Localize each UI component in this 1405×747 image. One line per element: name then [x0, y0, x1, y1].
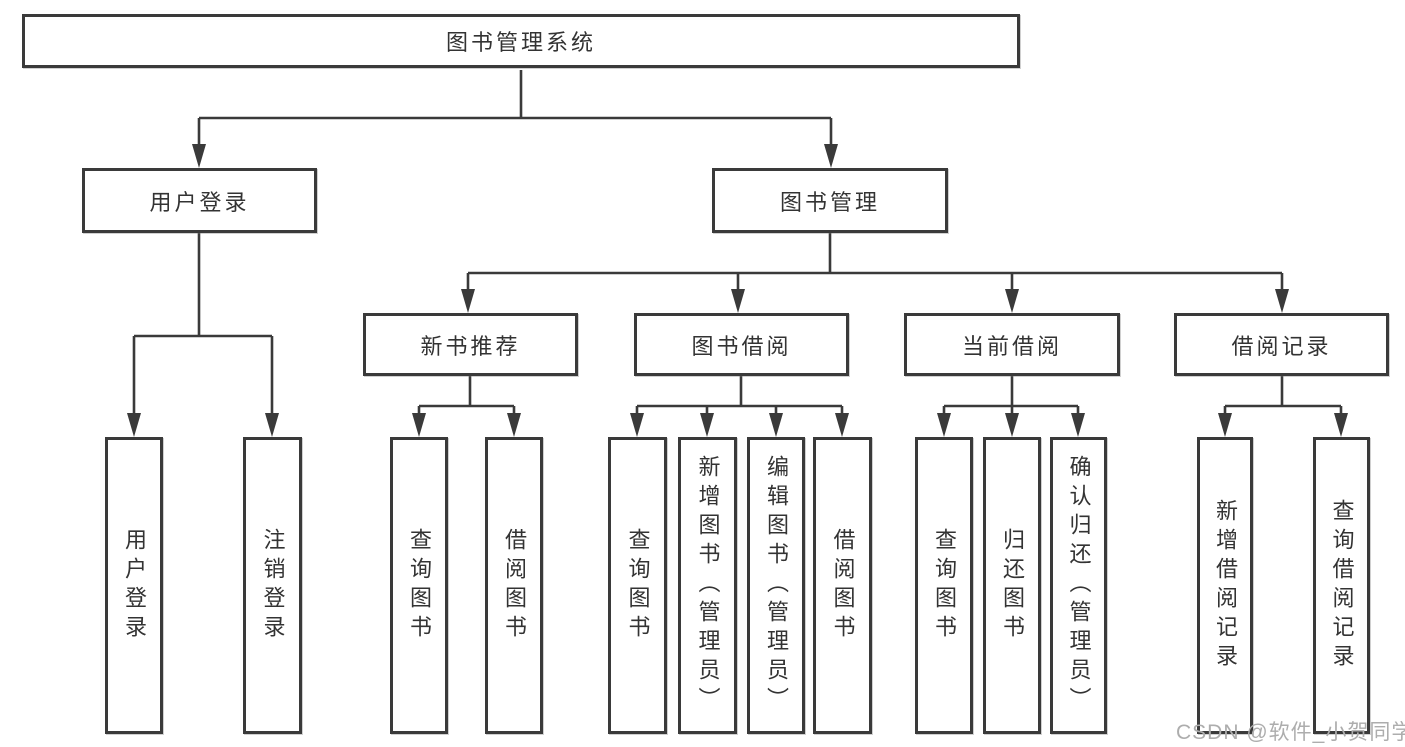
arrowhead-icon	[412, 413, 426, 437]
node-label: 借阅图书	[830, 527, 856, 644]
leaf-user-login: 用户登录	[105, 437, 163, 734]
node-label: 新书推荐	[420, 333, 521, 359]
leaf-query-books-recommend: 查询图书	[390, 437, 448, 734]
node-label: 新增借阅记录	[1213, 498, 1238, 673]
node-label: 查询借阅记录	[1329, 498, 1355, 673]
leaf-confirm-return-admin: 确认归还（管理员）	[1050, 437, 1107, 734]
arrowhead-icon	[1071, 413, 1085, 437]
arrowhead-icon	[507, 413, 521, 437]
node-label: 查询图书	[932, 527, 957, 644]
node-label: 查询图书	[407, 527, 432, 644]
node-label: 图书管理系统	[445, 30, 596, 55]
arrowhead-icon	[824, 144, 838, 168]
node-new-book-recommend: 新书推荐	[363, 313, 578, 376]
node-label: 借阅记录	[1231, 333, 1332, 359]
arrowhead-icon	[1218, 413, 1232, 437]
node-label: 确认归还（管理员）	[1066, 455, 1092, 716]
arrowhead-icon	[937, 413, 951, 437]
node-borrowing-records: 借阅记录	[1174, 313, 1389, 376]
node-label: 归还图书	[1000, 527, 1025, 644]
arrowhead-icon	[1005, 413, 1019, 437]
leaf-borrow-books-recommend: 借阅图书	[485, 437, 543, 734]
node-label: 查询图书	[625, 527, 651, 644]
node-user-login: 用户登录	[82, 168, 317, 233]
leaf-query-books-current: 查询图书	[915, 437, 973, 734]
node-label: 图书管理	[779, 189, 880, 215]
leaf-query-books-borrow: 查询图书	[608, 437, 667, 734]
leaf-borrow-books-borrow: 借阅图书	[813, 437, 872, 734]
csdn-watermark: CSDN @软件_小贺同学	[1176, 721, 1405, 744]
leaf-add-borrow-record: 新增借阅记录	[1197, 437, 1253, 734]
arrowhead-icon	[461, 289, 475, 313]
node-book-management: 图书管理	[712, 168, 948, 233]
arrowhead-icon	[835, 413, 849, 437]
arrowhead-icon	[731, 289, 745, 313]
arrowhead-icon	[127, 413, 141, 437]
node-label: 借阅图书	[502, 527, 527, 644]
leaf-return-book: 归还图书	[983, 437, 1041, 734]
node-label: 用户登录	[149, 189, 250, 215]
arrowhead-icon	[1334, 413, 1348, 437]
node-label: 用户登录	[122, 527, 147, 644]
leaf-query-borrow-record: 查询借阅记录	[1313, 437, 1370, 734]
leaf-add-book-admin: 新增图书（管理员）	[678, 437, 737, 734]
arrowhead-icon	[1275, 289, 1289, 313]
arrowhead-icon	[630, 413, 644, 437]
node-label: 注销登录	[260, 527, 286, 644]
arrowhead-icon	[700, 413, 714, 437]
node-label: 编辑图书（管理员）	[764, 455, 789, 716]
arrowhead-icon	[769, 413, 783, 437]
node-label: 当前借阅	[961, 333, 1062, 359]
node-label: 新增图书（管理员）	[695, 455, 721, 716]
arrowhead-icon	[192, 144, 206, 168]
node-current-borrowing: 当前借阅	[904, 313, 1120, 376]
leaf-edit-book-admin: 编辑图书（管理员）	[747, 437, 805, 734]
arrowhead-icon	[1005, 289, 1019, 313]
node-label: 图书借阅	[691, 333, 792, 359]
node-library-management-system: 图书管理系统	[22, 14, 1020, 68]
leaf-logout: 注销登录	[243, 437, 302, 734]
node-book-borrowing: 图书借阅	[634, 313, 849, 376]
arrowhead-icon	[265, 413, 279, 437]
